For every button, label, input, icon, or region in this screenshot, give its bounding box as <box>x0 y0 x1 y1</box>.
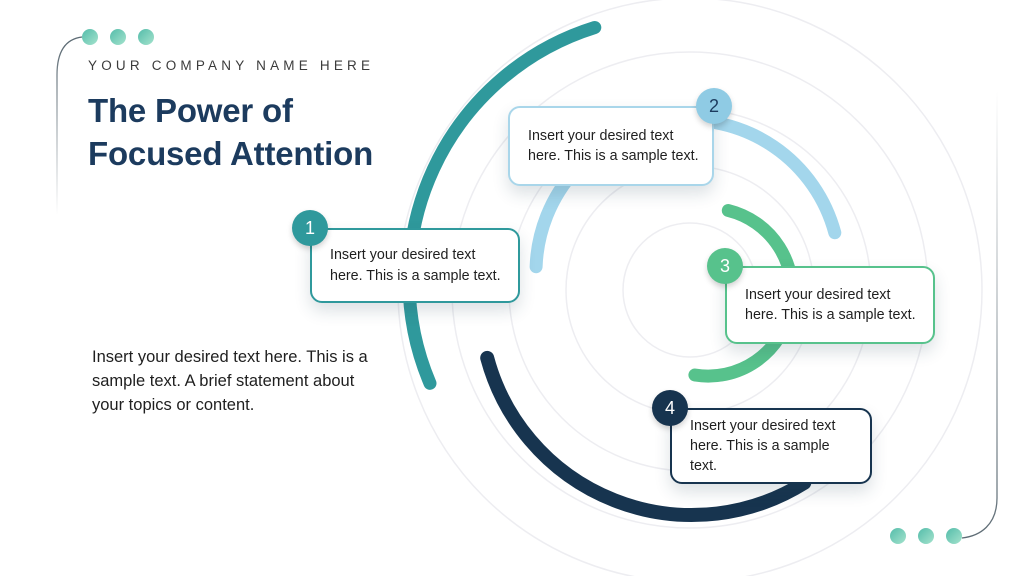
decor-dot <box>946 528 962 544</box>
company-name[interactable]: YOUR COMPANY NAME HERE <box>88 58 375 73</box>
corner-line-bottom-right <box>961 92 998 539</box>
callout-text-3: Insert your desired text here. This is a… <box>745 286 916 323</box>
arc-step-4 <box>480 350 812 522</box>
decor-dot <box>138 29 154 45</box>
callout-text-2: Insert your desired text here. This is a… <box>528 127 699 164</box>
decor-dot <box>110 29 126 45</box>
callout-box-2[interactable]: 2 Insert your desired text here. This is… <box>508 88 732 186</box>
callout-box-3[interactable]: 3 Insert your desired text here. This is… <box>707 248 935 344</box>
callout-badge-2: 2 <box>696 88 732 124</box>
arc-step-1 <box>402 21 602 390</box>
decor-dot <box>890 528 906 544</box>
callout-text-4: Insert your desired text here. This is a… <box>690 417 836 475</box>
page-title-line2: Focused Attention <box>88 134 374 172</box>
page-title[interactable]: The Power of Focused Attention <box>88 90 373 175</box>
callout-badge-4: 4 <box>652 390 688 426</box>
description-text[interactable]: Insert your desired text here. This is a… <box>92 348 368 414</box>
callout-badge-3: 3 <box>707 248 743 284</box>
callout-text-1: Insert your desired text here. This is a… <box>330 247 501 284</box>
callout-box-1[interactable]: 1 Insert your desired text here. This is… <box>292 210 520 303</box>
callout-box-4[interactable]: 4 Insert your desired text here. This is… <box>652 390 872 484</box>
corner-line-top-left <box>56 36 83 215</box>
page-title-line1: The Power of <box>88 92 293 129</box>
callout-badge-1: 1 <box>292 210 328 246</box>
decor-dot <box>82 29 98 45</box>
decor-dot <box>918 528 934 544</box>
